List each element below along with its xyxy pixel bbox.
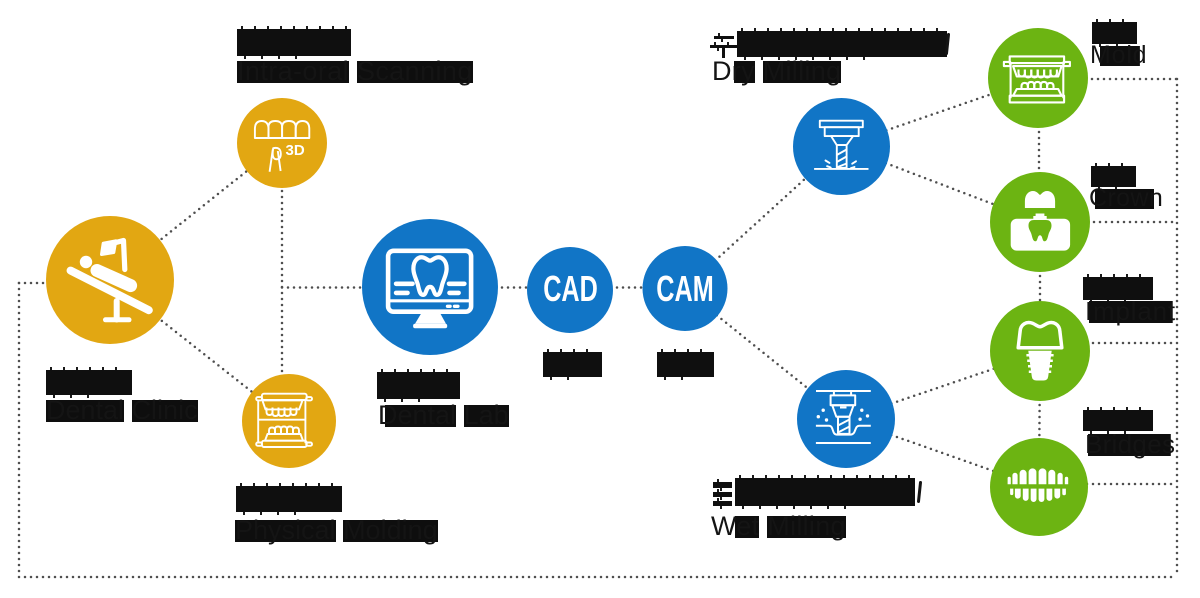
svg-text:CAM: CAM bbox=[656, 269, 713, 310]
svg-text:CAD: CAD bbox=[543, 269, 598, 310]
svg-text:3D: 3D bbox=[286, 142, 305, 159]
